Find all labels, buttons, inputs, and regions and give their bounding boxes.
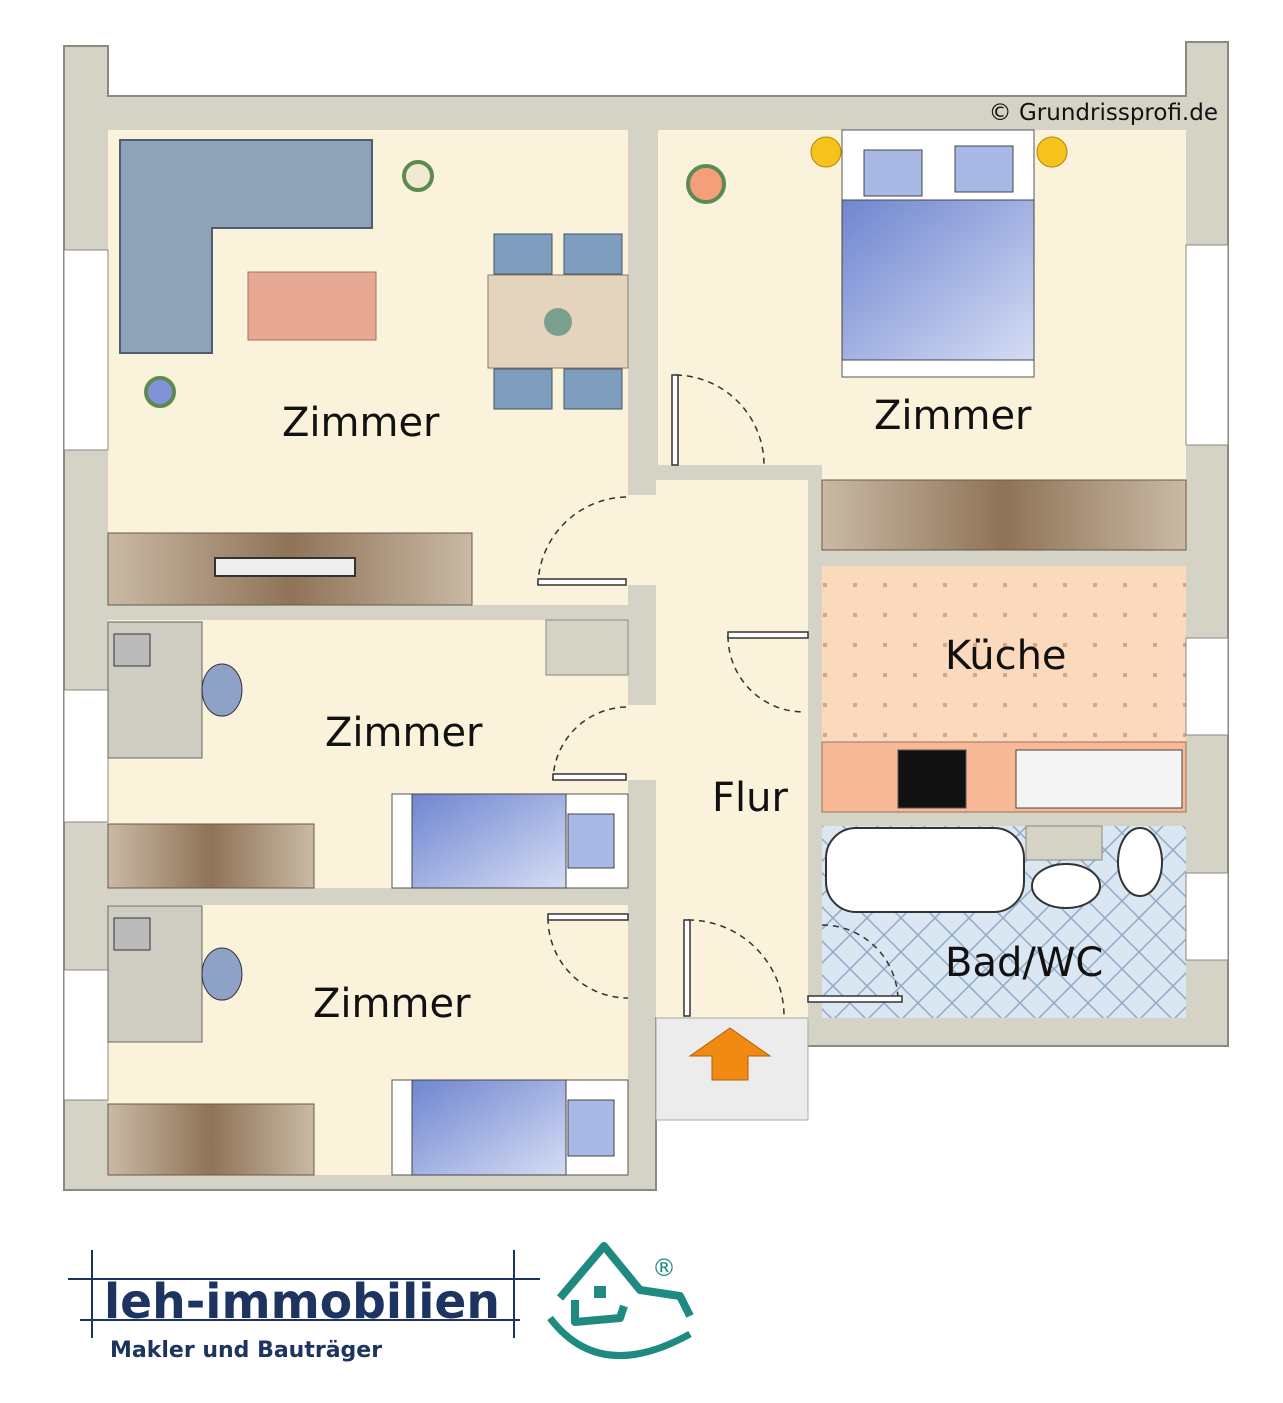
chair <box>493 233 553 275</box>
sink <box>1015 749 1183 809</box>
windows <box>63 244 1229 1101</box>
tv <box>214 557 356 577</box>
window <box>63 969 109 1101</box>
entrance-arrow-icon <box>688 1027 772 1081</box>
room-label-bedroom: Zimmer <box>874 393 1032 439</box>
chair <box>201 663 243 717</box>
room-label-bottom: Zimmer <box>313 981 471 1027</box>
room-label-living: Zimmer <box>282 400 440 446</box>
wardrobe <box>107 823 315 889</box>
registered-mark: ® <box>652 1254 676 1282</box>
monitor <box>113 633 151 667</box>
chair <box>493 368 553 410</box>
room-bottom-furniture <box>107 905 629 1176</box>
bedroom-furniture <box>686 129 1187 551</box>
room-label-hall: Flur <box>712 775 788 821</box>
wall-block <box>545 619 629 676</box>
company-logo: leh-immobilien Makler und Bauträger ® <box>68 1242 694 1363</box>
room-label-middle: Zimmer <box>325 710 483 756</box>
duvet <box>411 793 567 889</box>
coffee-table <box>247 271 377 341</box>
bath-wall <box>1025 825 1103 861</box>
door-leaves <box>537 374 903 1017</box>
dining-table <box>487 274 629 369</box>
duvet <box>411 1079 567 1176</box>
window <box>63 689 109 823</box>
hall-floor <box>656 480 808 1018</box>
toilet <box>1117 827 1163 897</box>
bathtub <box>825 827 1025 913</box>
wardrobe <box>821 479 1187 551</box>
lamp-icon <box>1036 136 1068 168</box>
chair <box>201 947 243 1001</box>
pillow <box>954 145 1014 193</box>
flower-icon <box>686 164 726 204</box>
logo-tagline: Makler und Bauträger <box>110 1338 382 1363</box>
window <box>1185 872 1229 961</box>
room-label-kitchen: Küche <box>945 633 1067 679</box>
room-labels: Zimmer Zimmer Zimmer Zimmer Küche Flur B… <box>282 100 1218 1027</box>
flower-icon <box>402 160 434 192</box>
lamp-icon <box>810 136 842 168</box>
monitor <box>113 917 151 951</box>
flower-icon <box>144 376 176 408</box>
door-swings <box>537 374 899 1017</box>
pillow <box>567 813 615 869</box>
kitchen-furniture <box>821 741 1187 813</box>
washbasin <box>1031 863 1101 909</box>
chair <box>563 368 623 410</box>
bath-furniture <box>825 825 1163 913</box>
living-room-furniture <box>107 139 629 606</box>
room-label-bath: Bad/WC <box>945 940 1103 986</box>
window <box>63 249 109 451</box>
stove <box>897 749 967 809</box>
window <box>1185 637 1229 736</box>
sofa <box>119 139 373 354</box>
window <box>1185 244 1229 446</box>
duvet <box>841 199 1035 361</box>
chair <box>563 233 623 275</box>
pillow <box>567 1099 615 1157</box>
house-logo-icon <box>556 1242 694 1326</box>
wardrobe <box>107 1103 315 1176</box>
hall-floor-left <box>628 495 658 585</box>
room-middle-furniture <box>107 621 629 889</box>
logo-name: leh-immobilien <box>104 1274 500 1330</box>
copyright: © Grundrissprofi.de <box>989 100 1218 126</box>
plant-icon <box>544 308 572 336</box>
pillow <box>863 149 923 197</box>
hall-floor-door <box>628 705 658 780</box>
